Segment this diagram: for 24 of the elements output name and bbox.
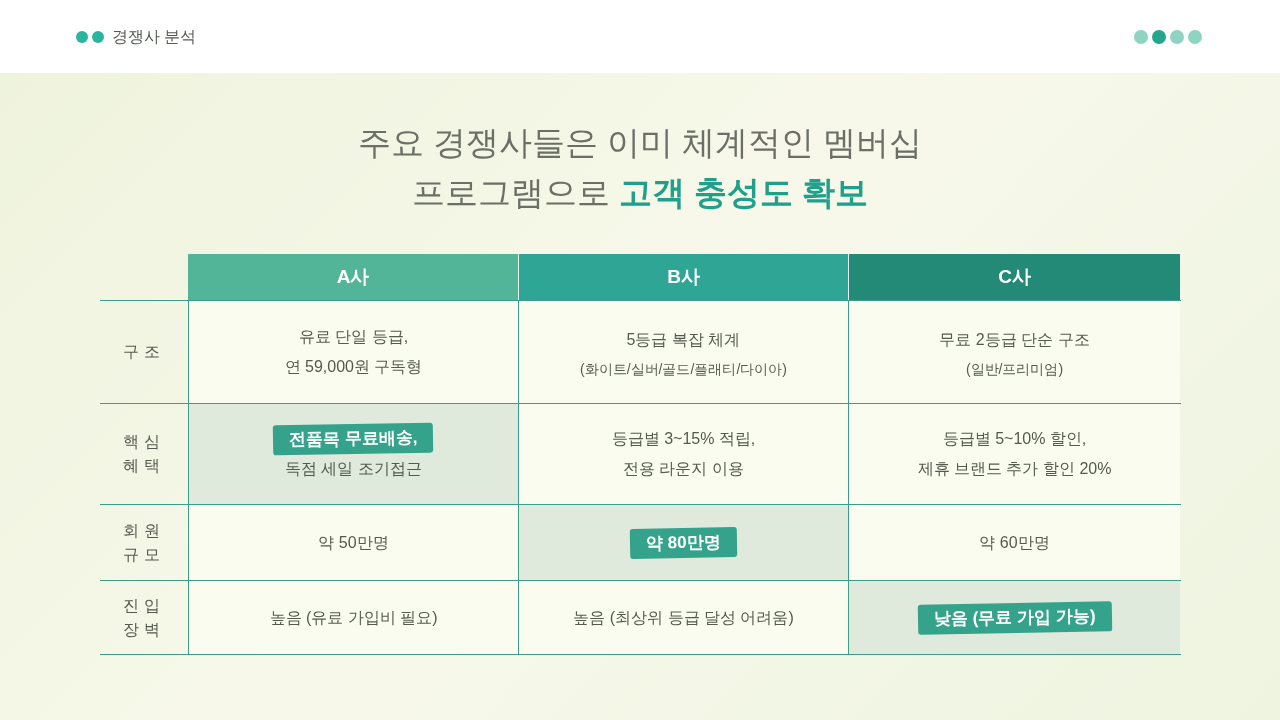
column-header: C사 xyxy=(849,254,1180,300)
row-header: 핵심 혜택 xyxy=(123,432,165,476)
column-header: B사 xyxy=(519,254,849,300)
cell-text: 독점 세일 조기접근 xyxy=(285,458,422,479)
row-header: 구조 xyxy=(123,342,165,362)
cell-text: (일반/프리미엄) xyxy=(965,359,1064,379)
cell-text: 약 50만명 xyxy=(318,532,389,553)
cell-text: (화이트/실버/골드/플래티/다이아) xyxy=(580,359,787,379)
section-tag: 경쟁사 분석 xyxy=(112,24,197,49)
highlight-text: 낮음 (무료 가입 가능) xyxy=(917,601,1112,634)
cell-text: 유료 단일 등급, 연 59,000원 구독형 xyxy=(284,327,423,377)
slide-title: 주요 경쟁사들은 이미 체계적인 멤버십 프로그램으로 고객 충성도 확보 xyxy=(356,123,924,213)
cell-text: 5등급 복잡 체계 xyxy=(626,329,741,350)
cell-text: 높음 (최상위 등급 달성 어려움) xyxy=(573,607,794,628)
highlight-text: 전품목 무료배송, xyxy=(273,422,434,456)
cell-text: 높음 (유료 가입비 필요) xyxy=(269,607,438,628)
cell-text: 무료 2등급 단순 구조 xyxy=(939,329,1090,350)
row-header: 진입 장벽 xyxy=(123,595,165,640)
highlight-text: 약 80만명 xyxy=(629,526,738,559)
cell-text: 등급별 5~10% 할인, 제휴 브랜드 추가 할인 20% xyxy=(917,429,1112,479)
column-header: A사 xyxy=(188,254,519,300)
cell-text: 등급별 3~15% 적립, 전용 라운지 이용 xyxy=(611,429,756,479)
cell-text: 약 60만명 xyxy=(979,532,1050,553)
row-header: 회원 규모 xyxy=(123,520,165,565)
